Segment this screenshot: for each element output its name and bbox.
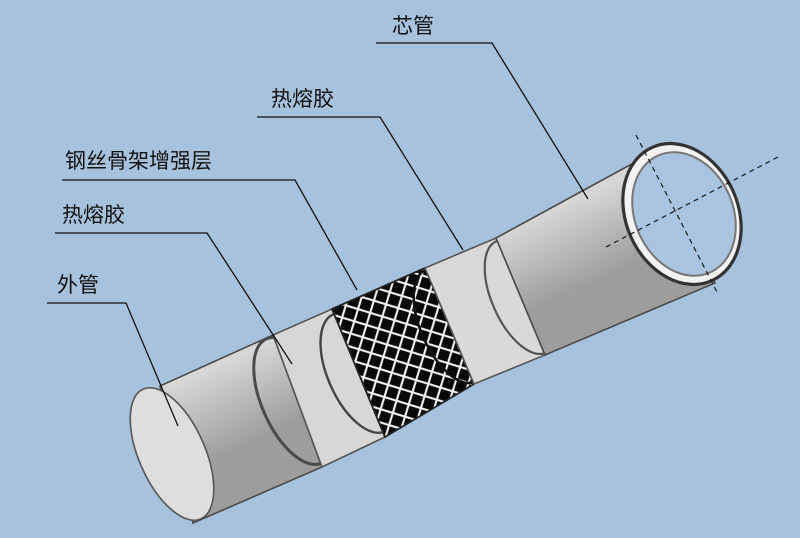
label-hot-melt-outer: 热熔胶 — [62, 203, 125, 227]
label-core-pipe: 芯管 — [392, 14, 434, 38]
label-outer-pipe: 外管 — [57, 273, 99, 297]
leader-steel-wire-layer — [62, 179, 358, 291]
leader-hot-melt-outer — [55, 232, 293, 365]
outer-pipe-end-cap — [129, 386, 215, 522]
center-line-vertical — [635, 134, 718, 293]
leader-hot-melt-inner — [257, 116, 464, 251]
leader-core-pipe — [376, 42, 589, 200]
label-hot-melt-inner: 热熔胶 — [271, 87, 334, 111]
label-steel-wire-layer: 钢丝骨架增强层 — [65, 149, 212, 173]
leader-outer-pipe — [47, 302, 179, 427]
core-pipe-opening-inner — [631, 151, 737, 277]
